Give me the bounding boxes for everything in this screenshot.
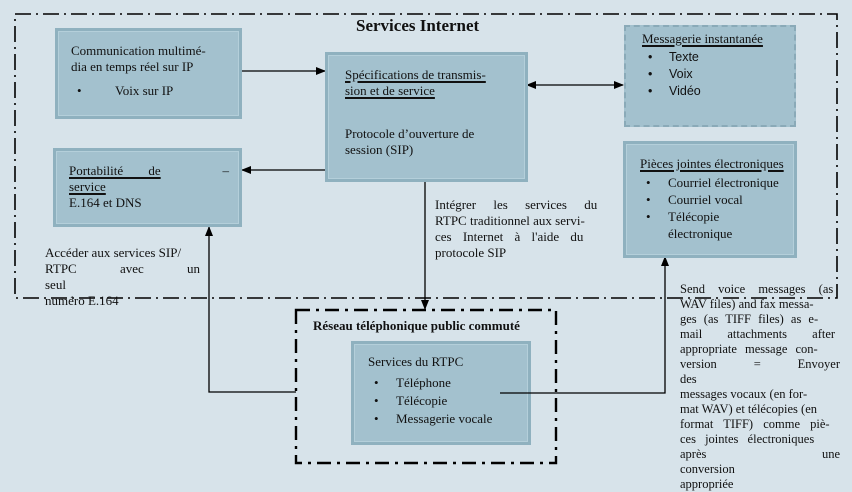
portability-box[interactable]: Portabilité de service – E.164 et DNS [53, 148, 242, 227]
multimedia-items: Voix sur IP [71, 83, 229, 99]
pstn-services-box[interactable]: Services du RTPC Téléphone Télécopie Mes… [351, 341, 531, 445]
note-line: format TIFF) comme piè- [680, 417, 830, 431]
im-title: Messagerie instantanée [642, 31, 763, 46]
list-item: Vidéo [642, 83, 784, 100]
specs-body-line2: session (SIP) [345, 142, 414, 157]
specs-title-line1: Spécifications de transmis- [345, 67, 509, 83]
instant-messaging-box[interactable]: Messagerie instantanée Texte Voix Vidéo [624, 25, 796, 127]
note-line: appropriate message con- [680, 342, 818, 356]
note-line: ges (as TIFF files) as e- [680, 312, 819, 326]
list-item: Texte [642, 49, 784, 66]
note-line: Accéder aux services SIP/ [45, 245, 182, 260]
integrate-note: Intégrer les services du RTPC traditionn… [435, 197, 601, 261]
multimedia-box[interactable]: Communication multimé- dia en temps réel… [55, 28, 242, 119]
pstn-title: Réseau téléphonique public commuté [313, 318, 520, 333]
access-note: Accéder aux services SIP/ RTPC avec un s… [45, 245, 200, 309]
portability-title-dash: – [222, 163, 230, 178]
list-item: Télécopie [368, 392, 520, 410]
list-item: Courriel vocal [640, 191, 786, 208]
note-line: ces jointes électroniques [680, 432, 815, 446]
note-line: WAV files) and fax messa- [680, 297, 814, 311]
attachments-items: Courriel électronique Courriel vocal Tél… [640, 174, 786, 242]
note-line: RTPC avec un seul [45, 261, 200, 292]
pstn-services-title: Services du RTPC [368, 354, 464, 369]
note-line: version = Envoyer des [680, 357, 840, 386]
note-line: ces Internet à l'aide du [435, 229, 584, 244]
list-item: Télécopie électronique [640, 208, 786, 242]
list-item: Voix [642, 66, 784, 83]
portability-title-line1: Portabilité de service – [69, 163, 229, 195]
list-item: Courriel électronique [640, 174, 786, 191]
multimedia-title-line2: dia en temps réel sur IP [71, 59, 194, 74]
attachments-title: Pièces jointes électroniques [640, 156, 784, 171]
list-item: Messagerie vocale [368, 410, 520, 428]
portability-title-text: Portabilité de service [69, 163, 161, 194]
portability-title-line2: E.164 et DNS [69, 195, 142, 210]
specs-title-line2: sion et de service [345, 83, 435, 98]
multimedia-title-line1: Communication multimé- [71, 43, 229, 59]
note-line: après une conversion [680, 447, 840, 476]
note-line: protocole SIP [435, 245, 507, 260]
note-line: Intégrer les services du [435, 197, 598, 212]
multimedia-title-text: Communication multimé- [71, 43, 206, 58]
specs-title-text1: Spécifications de transmis- [345, 67, 486, 82]
note-line: mail attachments after [680, 327, 836, 341]
pstn-services-items: Téléphone Télécopie Messagerie vocale [368, 374, 520, 428]
list-item: Téléphone [368, 374, 520, 392]
note-line: messages vocaux (en for- [680, 387, 808, 401]
specs-body-line1: Protocole d’ouverture de [345, 126, 475, 141]
note-line: Send voice messages (as [680, 282, 834, 296]
note-line: mat WAV) et télécopies (en [680, 402, 817, 416]
list-item: Voix sur IP [71, 83, 229, 99]
note-line: appropriée [680, 477, 734, 491]
note-line: RTPC traditionnel aux servi- [435, 213, 585, 228]
arrow-pstn-to-portability [205, 226, 296, 393]
send-messages-note: Send voice messages (as WAV files) and f… [680, 282, 840, 492]
internet-services-title: Services Internet [356, 16, 480, 35]
note-line: numéro E.164 [45, 293, 119, 308]
attachments-box[interactable]: Pièces jointes électroniques Courriel él… [623, 141, 797, 258]
specs-box[interactable]: Spécifications de transmis- sion et de s… [325, 52, 528, 182]
im-items: Texte Voix Vidéo [642, 49, 784, 100]
